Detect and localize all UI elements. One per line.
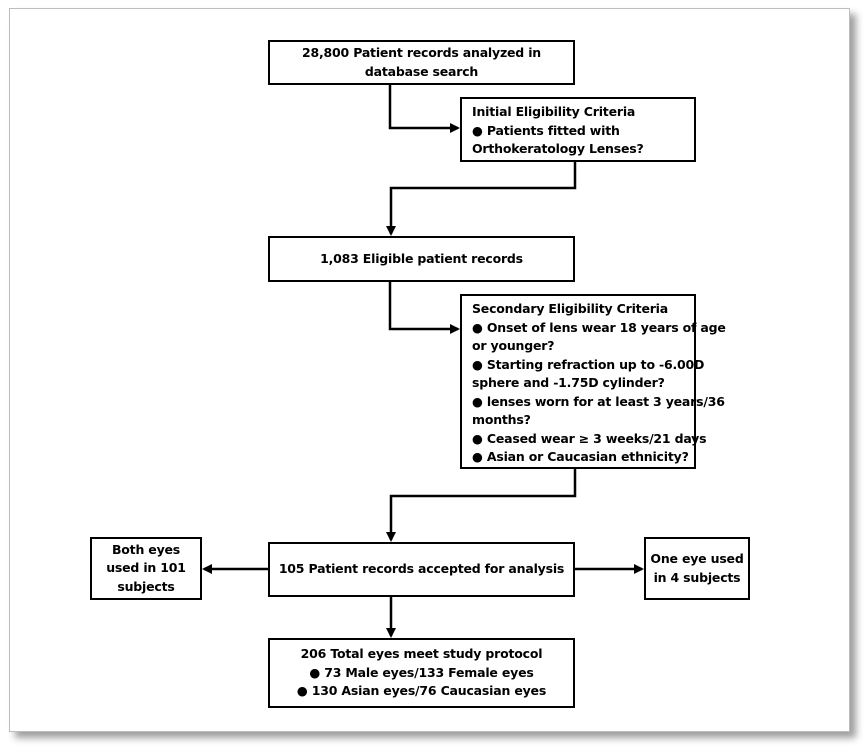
secondary-criteria-bullet-continuation: or younger? <box>472 338 555 353</box>
eligible-records-box: 1,083 Eligible patient records <box>268 236 575 282</box>
arrow-initial-criteria-to-eligible <box>386 162 577 236</box>
records-analyzed-line: database search <box>364 63 479 79</box>
secondary-criteria-bullet: Asian or Caucasian ethnicity? <box>472 448 689 467</box>
eligible-records-line: 1,083 Eligible patient records <box>320 250 523 266</box>
arrow-records-to-initial-criteria <box>388 85 460 133</box>
records-analyzed-line: 28,800 Patient records analyzed in <box>302 45 541 60</box>
one-eye-box: One eye used in 4 subjects <box>644 537 750 600</box>
secondary-criteria-title: Secondary Eligibility Criteria <box>472 301 669 316</box>
secondary-criteria-bullet: Onset of lens wear 18 years of age <box>472 319 726 338</box>
total-eyes-bullet: 73 Male eyes/133 Female eyes <box>309 664 534 683</box>
accepted-records-line: 105 Patient records accepted for analysi… <box>278 561 565 577</box>
secondary-criteria-bullet-continuation: sphere and -1.75D cylinder? <box>472 375 665 390</box>
total-eyes-box: 206 Total eyes meet study protocol 73 Ma… <box>268 638 575 708</box>
secondary-criteria-bullet-continuation: months? <box>472 412 531 427</box>
both-eyes-line: subjects <box>117 578 175 594</box>
secondary-criteria-bullet: lenses worn for at least 3 years/36 <box>472 393 725 412</box>
initial-eligibility-criteria-box: Initial Eligibility Criteria Patients fi… <box>460 97 696 162</box>
one-eye-line: One eye used <box>650 551 744 566</box>
secondary-eligibility-criteria-box: Secondary Eligibility Criteria Onset of … <box>460 294 726 469</box>
arrow-secondary-criteria-to-accepted <box>386 469 577 542</box>
initial-criteria-title: Initial Eligibility Criteria <box>472 104 636 119</box>
arrow-eligible-to-secondary-criteria <box>388 282 460 334</box>
secondary-criteria-bullet: Ceased wear ≥ 3 weeks/21 days <box>472 430 707 449</box>
total-eyes-bullet: 130 Asian eyes/76 Caucasian eyes <box>297 682 546 701</box>
initial-criteria-bullet: Patients fitted with <box>472 122 686 141</box>
accepted-records-box: 105 Patient records accepted for analysi… <box>268 542 575 597</box>
both-eyes-box: Both eyes used in 101 subjects <box>90 537 202 600</box>
both-eyes-line: used in 101 <box>106 560 186 576</box>
secondary-criteria-bullet: Starting refraction up to -6.00D <box>472 356 705 375</box>
total-eyes-title: 206 Total eyes meet study protocol <box>300 646 543 662</box>
both-eyes-line: Both eyes <box>111 541 181 557</box>
initial-criteria-bullet-continuation: Orthokeratology Lenses? <box>472 141 644 156</box>
one-eye-line: in 4 subjects <box>653 569 741 585</box>
records-analyzed-box: 28,800 Patient records analyzed in datab… <box>268 40 575 85</box>
